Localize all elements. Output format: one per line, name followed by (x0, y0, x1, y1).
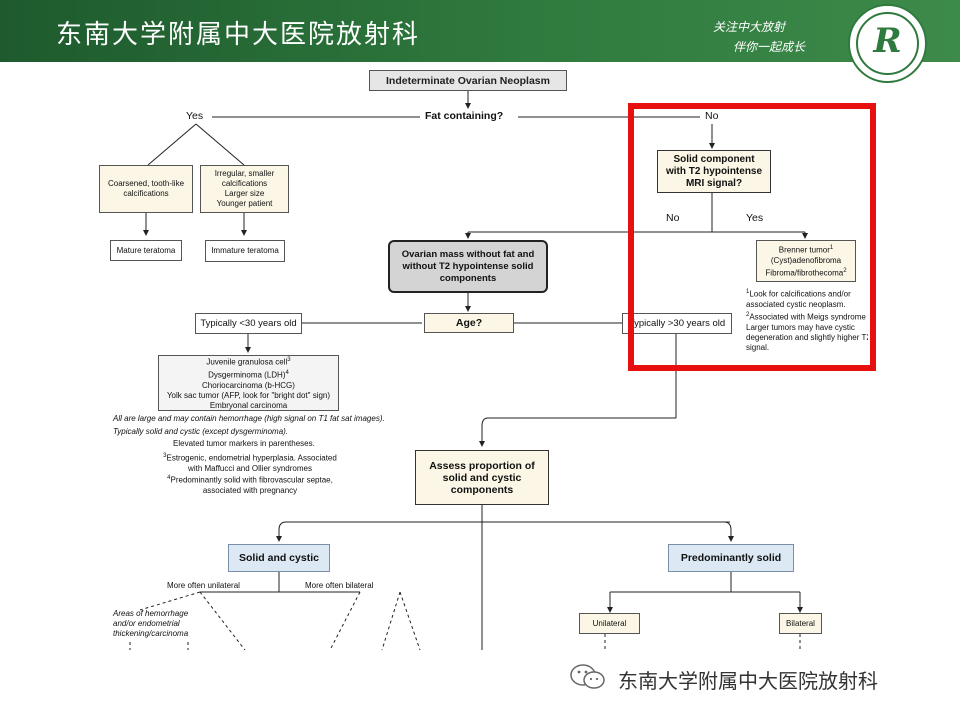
watermark-text: 东南大学附属中大医院放射科 (618, 669, 878, 693)
unilateral-box: Unilateral (579, 613, 640, 634)
young-item-5: Embryonal carcinoma (209, 400, 288, 410)
assess-line-2: solid and cystic (442, 471, 522, 484)
over-30-label: Typically >30 years old (628, 317, 726, 329)
brenner-footnote-2: 2Associated with Meigs syndrome Larger t… (746, 312, 868, 352)
brenner-sup1: 1 (829, 245, 834, 252)
yes-label: Yes (186, 110, 204, 122)
mature-teratoma-box: Mature teratoma (110, 240, 182, 261)
young-footnote-3: 3Estrogenic, endometrial hyperplasia. As… (163, 453, 337, 473)
solid-q-line-2: with T2 hypointense (665, 165, 763, 177)
coarsened-calcifications-box: Coarsened, tooth-like calcifications (99, 165, 193, 213)
fat-containing-question: Fat containing? (423, 110, 506, 122)
young-item-2: Dysgerminoma (LDH)4 (208, 370, 289, 380)
irregular-calcifications-box: Irregular, smaller calcifications Larger… (200, 165, 289, 213)
under-30-label: Typically <30 years old (200, 317, 297, 329)
age-question-box: Age? (424, 313, 514, 333)
ovarian-mass-line-2: without T2 hypointense solid (402, 260, 534, 272)
brenner-line-1: Brenner tumor1 (778, 245, 834, 255)
solid-component-question-box: Solid component with T2 hypointense MRI … (657, 150, 771, 193)
bilateral-box: Bilateral (779, 613, 822, 634)
mature-teratoma-label: Mature teratoma (116, 245, 176, 255)
young-note-italic-1: All are large and may contain hemorrhage… (113, 414, 385, 423)
ovarian-mass-line-3: components (439, 272, 497, 284)
coarsened-calcifications-text: Coarsened, tooth-like calcifications (107, 179, 185, 198)
brenner-tumor-box: Brenner tumor1 (Cyst)adenofibroma Fibrom… (756, 240, 856, 282)
solid-and-cystic-box: Solid and cystic (228, 544, 330, 572)
irregular-line-1: Irregular, smaller (214, 169, 275, 178)
solid-q-line-1: Solid component (673, 153, 755, 165)
red-highlight-frame (628, 103, 876, 371)
immature-teratoma-box: Immature teratoma (205, 240, 285, 262)
assess-line-1: Assess proportion of (429, 459, 535, 472)
assess-line-3: components (450, 483, 514, 496)
young-note-3: Elevated tumor markers in parentheses. (173, 439, 315, 448)
predominantly-solid-box: Predominantly solid (668, 544, 794, 572)
bilateral-label: Bilateral (786, 618, 815, 628)
ovarian-mass-line-1: Ovarian mass without fat and (401, 248, 535, 260)
brenner-line-3: Fibroma/fibrothecoma2 (765, 268, 847, 278)
young-footnote-4: 4Predominantly solid with fibrovascular … (167, 475, 333, 495)
yes2-label: Yes (746, 212, 764, 224)
immature-teratoma-label: Immature teratoma (211, 246, 279, 255)
ovarian-mass-box: Ovarian mass without fat and without T2 … (388, 240, 548, 293)
assess-proportion-box: Assess proportion of solid and cystic co… (415, 450, 549, 505)
solid-q-line-3: MRI signal? (685, 177, 743, 189)
header-title: 东南大学附属中大医院放射科 (56, 20, 421, 50)
under-30-box: Typically <30 years old (195, 313, 302, 334)
hemorrhage-note: Areas of hemorrhage and/or endometrial t… (113, 609, 189, 638)
brenner-sup2: 2 (843, 268, 847, 274)
logo-ring (856, 12, 919, 75)
indeterminate-neoplasm-box: Indeterminate Ovarian Neoplasm (369, 70, 567, 91)
young-tumor-list-box: Juvenile granulosa cell3 Dysgerminoma (L… (158, 355, 339, 411)
age-question-label: Age? (455, 317, 483, 329)
predominantly-solid-label: Predominantly solid (680, 552, 782, 564)
hospital-logo: R (848, 4, 927, 83)
logo-mark: R (873, 21, 902, 61)
irregular-line-2: calcifications (221, 179, 268, 188)
brenner-line-2: (Cyst)adenofibroma (770, 256, 842, 265)
solid-and-cystic-label: Solid and cystic (239, 552, 319, 564)
indeterminate-neoplasm-label: Indeterminate Ovarian Neoplasm (386, 74, 550, 87)
header-slogan-line2: 伴你一起成长 (733, 40, 806, 54)
wechat-icon (570, 664, 605, 689)
young-item-1: Juvenile granulosa cell3 (206, 357, 291, 367)
more-often-bilateral-label: More often bilateral (305, 581, 374, 591)
more-often-unilateral-label: More often unilateral (167, 581, 240, 591)
header-bar: 东南大学附属中大医院放射科 关注中大放射 伴你一起成长 (0, 0, 960, 62)
young-item-4: Yolk sac tumor (AFP, look for "bright do… (166, 390, 331, 400)
over-30-box: Typically >30 years old (622, 313, 732, 334)
young-item-3: Choriocarcinoma (b-HCG) (202, 380, 295, 390)
young-note-italic-2: Typically solid and cystic (except dysge… (113, 427, 289, 436)
brenner-footnote-1: 1Look for calcifications and/or associat… (746, 289, 851, 309)
no-label: No (705, 110, 719, 122)
irregular-line-4: Younger patient (216, 199, 273, 208)
header-slogan-line1: 关注中大放射 (713, 20, 786, 34)
no2-label: No (666, 212, 680, 224)
irregular-line-3: Larger size (224, 189, 265, 198)
unilateral-label: Unilateral (592, 618, 627, 628)
